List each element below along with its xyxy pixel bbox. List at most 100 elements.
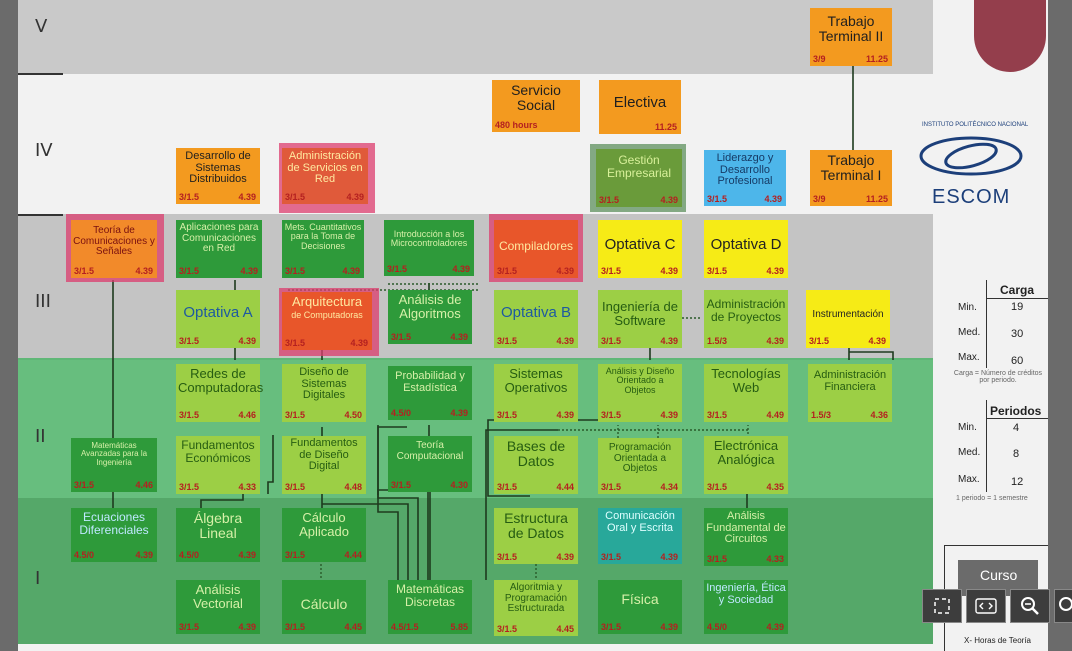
course-instrumentacion[interactable]: Instrumentación 3/1.5 4.39 [806,290,890,348]
course-redes-computadoras[interactable]: Redes de Computadoras 3/1.5 4.46 [176,364,263,422]
course-algebra-lineal[interactable]: Álgebra Lineal 4.5/0 4.39 [176,508,260,562]
escom-name: ESCOM [932,186,1011,208]
course-name: Análisis Vectorial [193,582,243,611]
course-gestion-empresarial[interactable]: Gestión Empresarial 3/1.5 4.39 [596,149,682,207]
course-name: Física [621,591,659,607]
course-hours: 3/1.5 [179,192,200,202]
periodos-max-label: Max. [958,474,980,485]
course-tecnologias-web[interactable]: Tecnologías Web 3/1.5 4.49 [704,364,788,422]
course-credits: 4.39 [868,336,886,346]
course-trabajo-terminal-ii[interactable]: Trabajo Terminal II 3/9 11.25 [810,8,892,66]
periodos-med-value: 8 [1013,448,1020,460]
course-name: Administración Financiera [813,369,887,393]
course-name: Tecnologías Web [711,366,781,395]
course-ingenieria-software[interactable]: Ingeniería de Software 3/1.5 4.39 [598,290,682,348]
course-bases-datos[interactable]: Bases de Datos 3/1.5 4.44 [494,436,578,494]
course-ecuaciones-diferenciales[interactable]: Ecuaciones Diferenciales 4.5/0 4.39 [71,508,157,562]
course-comunicacion-oral-escrita[interactable]: Comunicación Oral y Escrita 3/1.5 4.39 [598,508,682,564]
course-hours: 3/1.5 [285,266,306,276]
course-optativa-b[interactable]: Optativa B 3/1.5 4.39 [494,290,578,348]
course-optativa-a[interactable]: Optativa A 3/1.5 4.39 [176,290,260,348]
course-credits: 4.46 [135,480,153,490]
course-administracion-servicios-red[interactable]: Administración de Servicios en Red 3/1.5… [282,148,368,204]
course-name: Electiva [613,94,667,111]
course-compiladores[interactable]: Compiladores 3/1.5 4.39 [494,220,578,278]
course-hours: 1.5/3 [707,336,728,346]
course-name: Administración de Proyectos [706,297,786,324]
course-mets-cuantitativos[interactable]: Mets. Cuantitativos para la Toma de Deci… [282,220,364,278]
zoom-in-button[interactable] [1054,589,1072,623]
course-introduccion-microcontroladores[interactable]: Introducción a los Microcontroladores 3/… [384,220,474,276]
course-credits: 4.50 [344,410,362,420]
course-name: Ingeniería de Software [602,299,678,328]
course-servicio-social[interactable]: Servicio Social 480 hours [492,80,580,132]
course-administracion-financiera[interactable]: Administración Financiera 1.5/3 4.36 [808,364,892,422]
course-credits: 4.39 [766,266,784,276]
course-administracion-proyectos[interactable]: Administración de Proyectos 1.5/3 4.39 [704,290,788,348]
course-name: Estructura de Datos [504,510,568,541]
zoom-out-button[interactable] [1010,589,1050,623]
chevrons-icon [975,598,997,614]
course-hours: 3/1.5 [707,554,728,564]
periodos-table-rule [986,418,1048,419]
course-hours: 4.5/0 [74,550,95,560]
course-name: Optativa B [500,304,572,321]
course-analisis-algoritmos[interactable]: Análisis de Algoritmos 3/1.5 4.39 [388,290,472,344]
course-name: Algoritmia y Programación Estructurada [504,582,568,614]
course-fundamentos-diseno-digital[interactable]: Fundamentos de Diseño Digital 3/1.5 4.48 [282,436,366,494]
course-analisis-fundamental-circuitos[interactable]: Análisis Fundamental de Circuitos 3/1.5 … [704,508,788,566]
course-analisis-diseno-oo[interactable]: Análisis y Diseño Orientado a Objetos 3/… [598,364,682,422]
course-fundamentos-economicos[interactable]: Fundamentos Económicos 3/1.5 4.33 [176,436,260,494]
course-name: Álgebra Lineal [193,510,243,541]
course-algoritmia-programacion[interactable]: Algoritmia y Programación Estructurada 3… [494,580,578,636]
course-hours: 3/1.5 [707,410,728,420]
course-hours: 4.5/1.5 [391,622,419,632]
course-trabajo-terminal-i[interactable]: Trabajo Terminal I 3/9 11.25 [810,150,892,206]
course-fisica[interactable]: Física 3/1.5 4.39 [598,580,682,634]
course-name: Análisis de Algoritmos [398,292,462,321]
carga-title: Carga [1000,283,1035,297]
periodos-title: Periodos [990,404,1042,418]
course-analisis-vectorial[interactable]: Análisis Vectorial 3/1.5 4.39 [176,580,260,634]
periodos-note: 1 periodo = 1 semestre [956,495,1028,502]
course-optativa-d[interactable]: Optativa D 3/1.5 4.39 [704,220,788,278]
course-name: Arquitectura [291,294,363,309]
course-calculo-aplicado[interactable]: Cálculo Aplicado 3/1.5 4.44 [282,508,366,562]
course-name: Matemáticas Avanzadas para la Ingeniería [80,441,148,467]
course-optativa-c[interactable]: Optativa C 3/1.5 4.39 [598,220,682,278]
course-aplicaciones-comunicaciones-red[interactable]: Aplicaciones para Comunicaciones en Red … [176,220,262,278]
course-hours: 3/1.5 [601,622,622,632]
course-arquitectura-computadoras[interactable]: Arquitectura de Computadoras 3/1.5 4.39 [282,292,372,350]
course-credits: 4.39 [238,550,256,560]
course-matematicas-discretas[interactable]: Matemáticas Discretas 4.5/1.5 5.85 [388,580,472,634]
course-name: Optativa D [710,236,782,253]
course-credits: 4.39 [556,552,574,562]
course-name: Gestión Empresarial [606,153,672,180]
course-teoria-computacional[interactable]: Teoría Computacional 3/1.5 4.30 [388,436,472,492]
prev-next-button[interactable] [966,589,1006,623]
course-name: Instrumentación [812,309,884,320]
course-calculo[interactable]: Cálculo 3/1.5 4.45 [282,580,366,634]
course-hours: 4.5/0 [391,408,412,418]
level-label: IV [35,140,53,161]
fit-screen-icon [934,598,950,614]
course-hours: 480 hours [495,120,538,130]
fit-screen-button[interactable] [922,589,962,623]
course-estructura-datos[interactable]: Estructura de Datos 3/1.5 4.39 [494,508,578,564]
course-diseno-sistemas-digitales[interactable]: Diseño de Sistemas Digitales 3/1.5 4.50 [282,364,366,422]
course-credits: 4.39 [766,622,784,632]
course-sistemas-operativos[interactable]: Sistemas Operativos 3/1.5 4.39 [494,364,578,422]
course-hours: 3/1.5 [285,482,306,492]
course-teoria-comunicaciones-senales[interactable]: Teoría de Comunicaciones y Señales 3/1.5… [71,220,157,278]
course-electronica-analogica[interactable]: Electrónica Analógica 3/1.5 4.35 [704,436,788,494]
course-desarrollo-sistemas-distribuidos[interactable]: Desarrollo de Sistemas Distribuidos 3/1.… [176,148,260,204]
course-electiva[interactable]: Electiva 11.25 [599,80,681,134]
course-probabilidad-estadistica[interactable]: Probabilidad y Estadística 4.5/0 4.39 [388,366,472,420]
course-programacion-oo[interactable]: Programación Orientada a Objetos 3/1.5 4… [598,438,682,494]
course-name: Programación Orientada a Objetos [608,442,672,474]
course-credits: 4.44 [556,482,574,492]
course-ingenieria-etica-sociedad[interactable]: Ingeniería, Ética y Sociedad 4.5/0 4.39 [704,580,788,634]
course-liderazgo-desarrollo-profesional[interactable]: Liderazgo y Desarrollo Profesional 3/1.5… [704,150,786,206]
course-matematicas-avanzadas[interactable]: Matemáticas Avanzadas para la Ingeniería… [71,438,157,492]
course-hours: 4.5/0 [179,550,200,560]
